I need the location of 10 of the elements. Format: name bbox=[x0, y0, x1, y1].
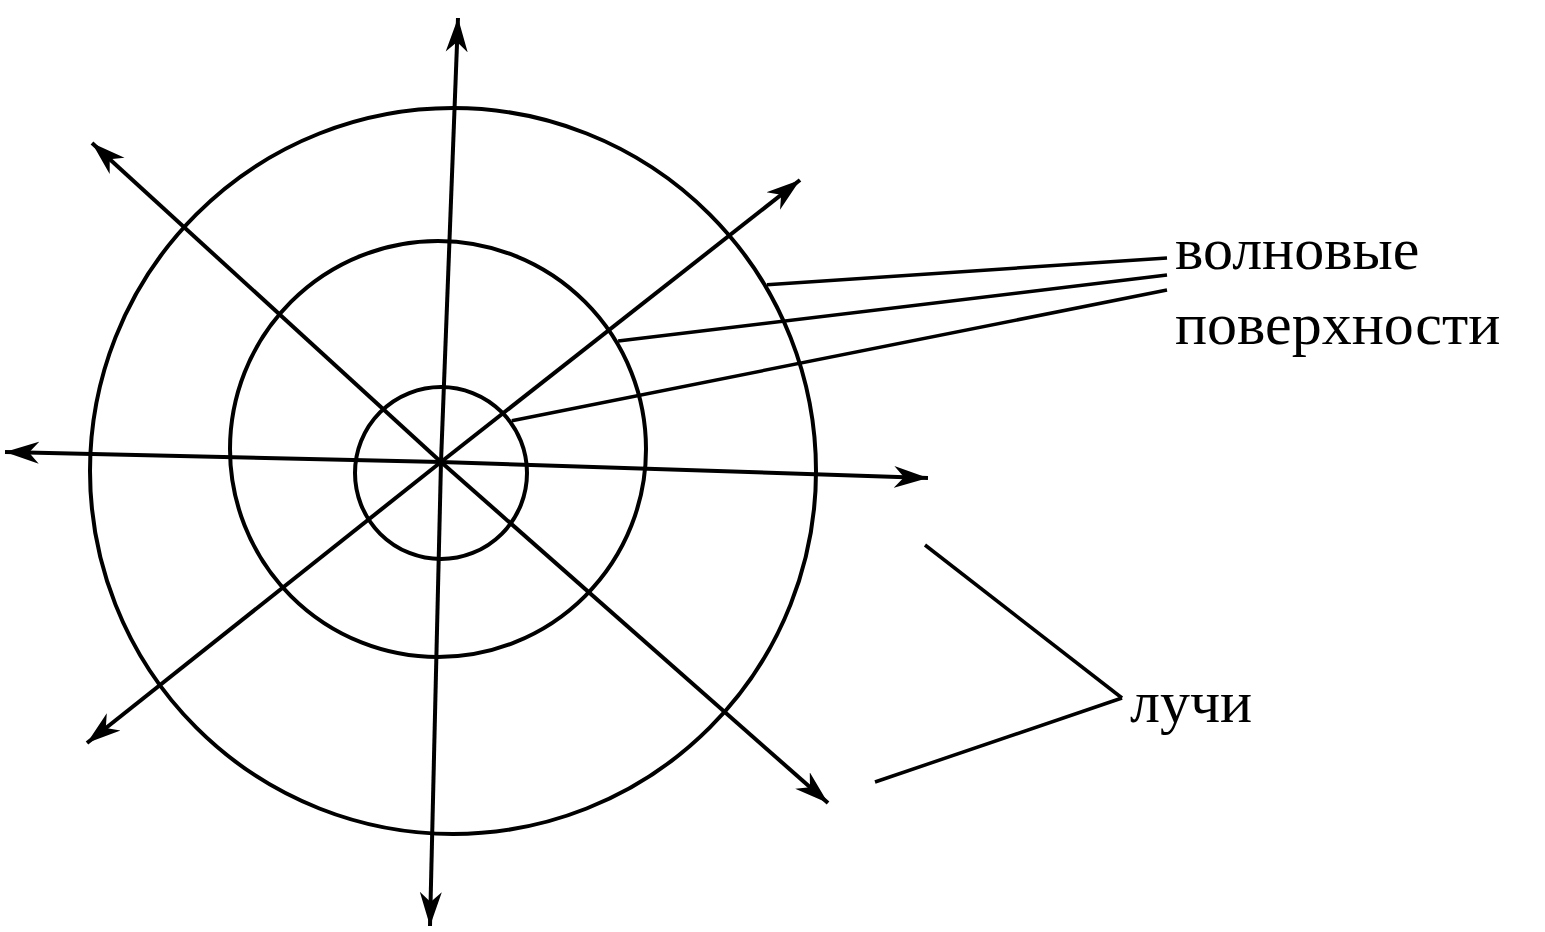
circle-outline bbox=[88, 106, 818, 836]
circle-outline bbox=[353, 385, 529, 561]
circle-outline bbox=[228, 239, 648, 659]
callout-label: волновые поверхности bbox=[1175, 215, 1502, 359]
leader-line bbox=[923, 543, 1124, 700]
callout-label: лучи bbox=[1130, 668, 1254, 737]
leader-line bbox=[766, 256, 1168, 287]
leader-line bbox=[511, 288, 1168, 423]
leader-line bbox=[874, 696, 1123, 784]
leader-line bbox=[617, 273, 1168, 343]
